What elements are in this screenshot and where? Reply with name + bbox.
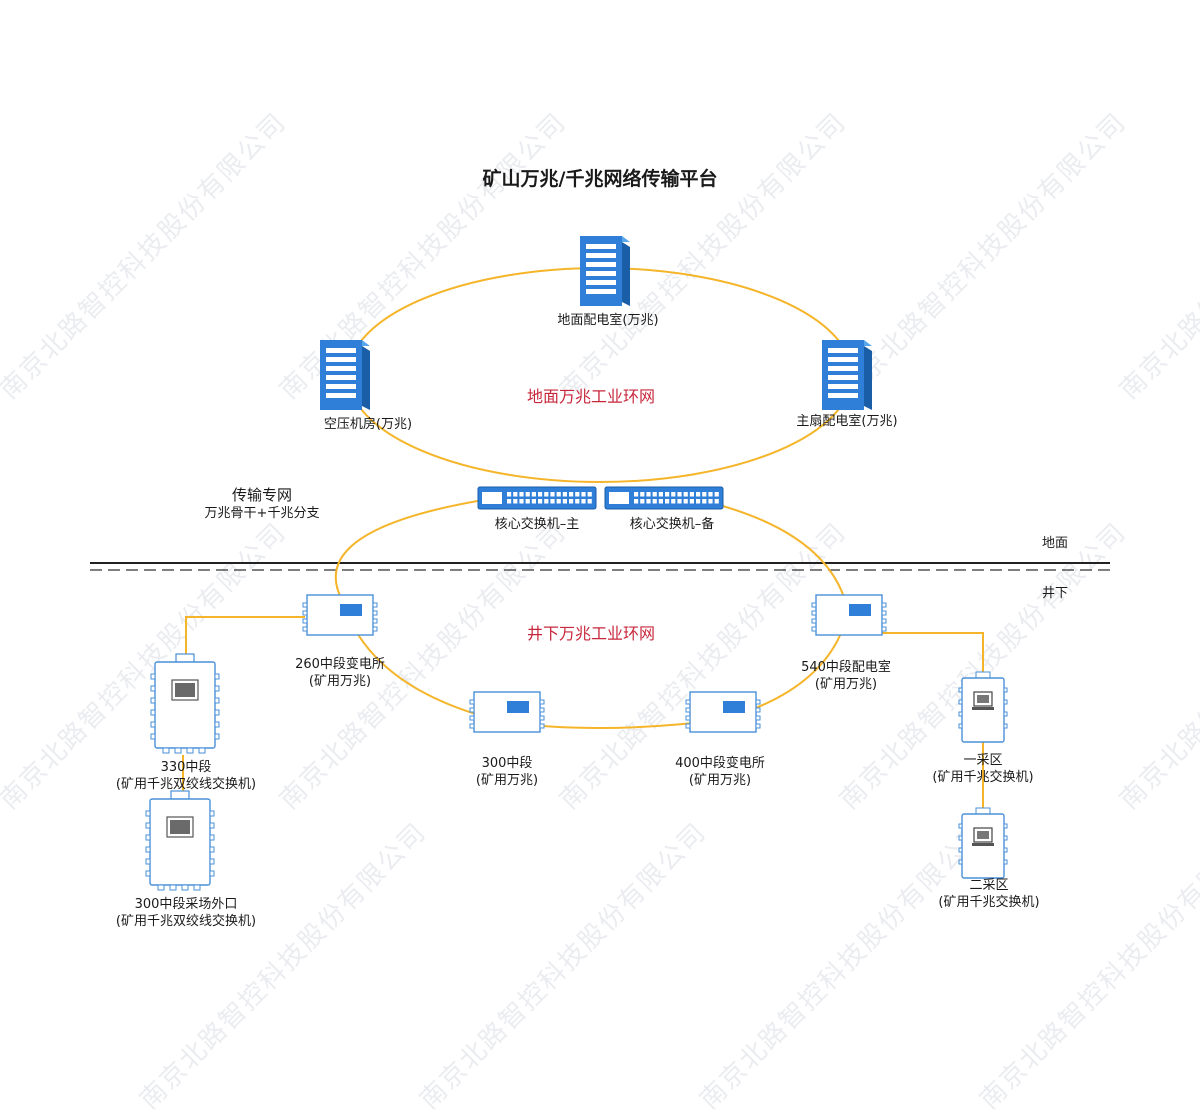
zone-surface-label: 地面 [1042, 536, 1069, 551]
node-label-area1-line1: 一采区 [963, 753, 1003, 768]
node-label-260-line2: (矿用万兆) [308, 674, 372, 689]
network-diagram [90, 236, 1110, 891]
node-label-330-line2: (矿用千兆双绞线交换机) [115, 777, 257, 792]
underground-ring [334, 491, 850, 730]
gigabit-switch-icon-area2 [958, 807, 1008, 879]
link-260-330 [185, 616, 305, 665]
node-label-area1: 一采区 (矿用千兆交换机) [932, 752, 1033, 786]
server-icon-compressor [320, 340, 370, 410]
link-540-area1 [882, 632, 984, 676]
node-label-260-line1: 260中段变电所 [295, 657, 385, 672]
network-label: 传输专网 万兆骨干+千兆分支 [205, 486, 320, 522]
node-label-300: 300中段 (矿用万兆) [476, 755, 538, 789]
mining-switch-icon-300 [469, 691, 545, 733]
node-label-300yard-line2: (矿用千兆双绞线交换机) [115, 914, 257, 929]
mining-switch-icon-260 [302, 594, 378, 636]
node-label-area2-line1: 二采区 [969, 878, 1009, 893]
network-desc: 万兆骨干+千兆分支 [204, 506, 320, 521]
node-label-area2-line2: (矿用千兆交换机) [938, 895, 1040, 910]
node-label-300yard-line1: 300中段采场外口 [134, 897, 238, 912]
switch-icon-core-backup [604, 486, 724, 510]
gigabit-switch-icon-330 [150, 653, 220, 754]
surface-ring-title: 地面万兆工业环网 [526, 387, 656, 406]
node-label-540: 540中段配电室 (矿用万兆) [801, 659, 891, 693]
node-label-300-line2: (矿用万兆) [475, 773, 539, 788]
server-icon-surface-power [580, 236, 630, 306]
node-label-540-line1: 540中段配电室 [801, 660, 891, 675]
node-label-core-main: 核心交换机–主 [494, 517, 580, 532]
node-label-main-fan: 主扇配电室(万兆) [796, 414, 898, 429]
gigabit-switch-icon-area1 [958, 671, 1008, 743]
node-label-area1-line2: (矿用千兆交换机) [932, 770, 1034, 785]
mining-switch-icon-400 [685, 691, 761, 733]
node-label-400-line2: (矿用万兆) [688, 773, 752, 788]
underground-ring-title: 井下万兆工业环网 [526, 624, 656, 643]
network-name: 传输专网 [231, 486, 292, 504]
node-label-300-line1: 300中段 [481, 756, 533, 771]
node-label-surface-power: 地面配电室(万兆) [557, 313, 659, 328]
node-label-300yard: 300中段采场外口 (矿用千兆双绞线交换机) [116, 896, 256, 930]
mining-switch-icon-540 [811, 594, 887, 636]
node-label-area2: 二采区 (矿用千兆交换机) [938, 877, 1039, 911]
node-label-core-backup: 核心交换机–备 [629, 517, 715, 532]
node-label-compressor: 空压机房(万兆) [323, 417, 413, 432]
page-title: 矿山万兆/千兆网络传输平台 [482, 168, 718, 190]
server-icon-main-fan [822, 340, 872, 410]
node-label-540-line2: (矿用万兆) [814, 677, 878, 692]
node-label-400: 400中段变电所 (矿用万兆) [675, 755, 765, 789]
switch-icon-core-main [477, 486, 597, 510]
node-label-330-line1: 330中段 [160, 760, 212, 775]
node-label-330: 330中段 (矿用千兆双绞线交换机) [116, 759, 256, 793]
node-label-260: 260中段变电所 (矿用万兆) [295, 656, 385, 690]
gigabit-switch-icon-300yard [145, 790, 215, 891]
zone-underground-label: 井下 [1042, 586, 1069, 601]
node-label-400-line1: 400中段变电所 [675, 756, 765, 771]
